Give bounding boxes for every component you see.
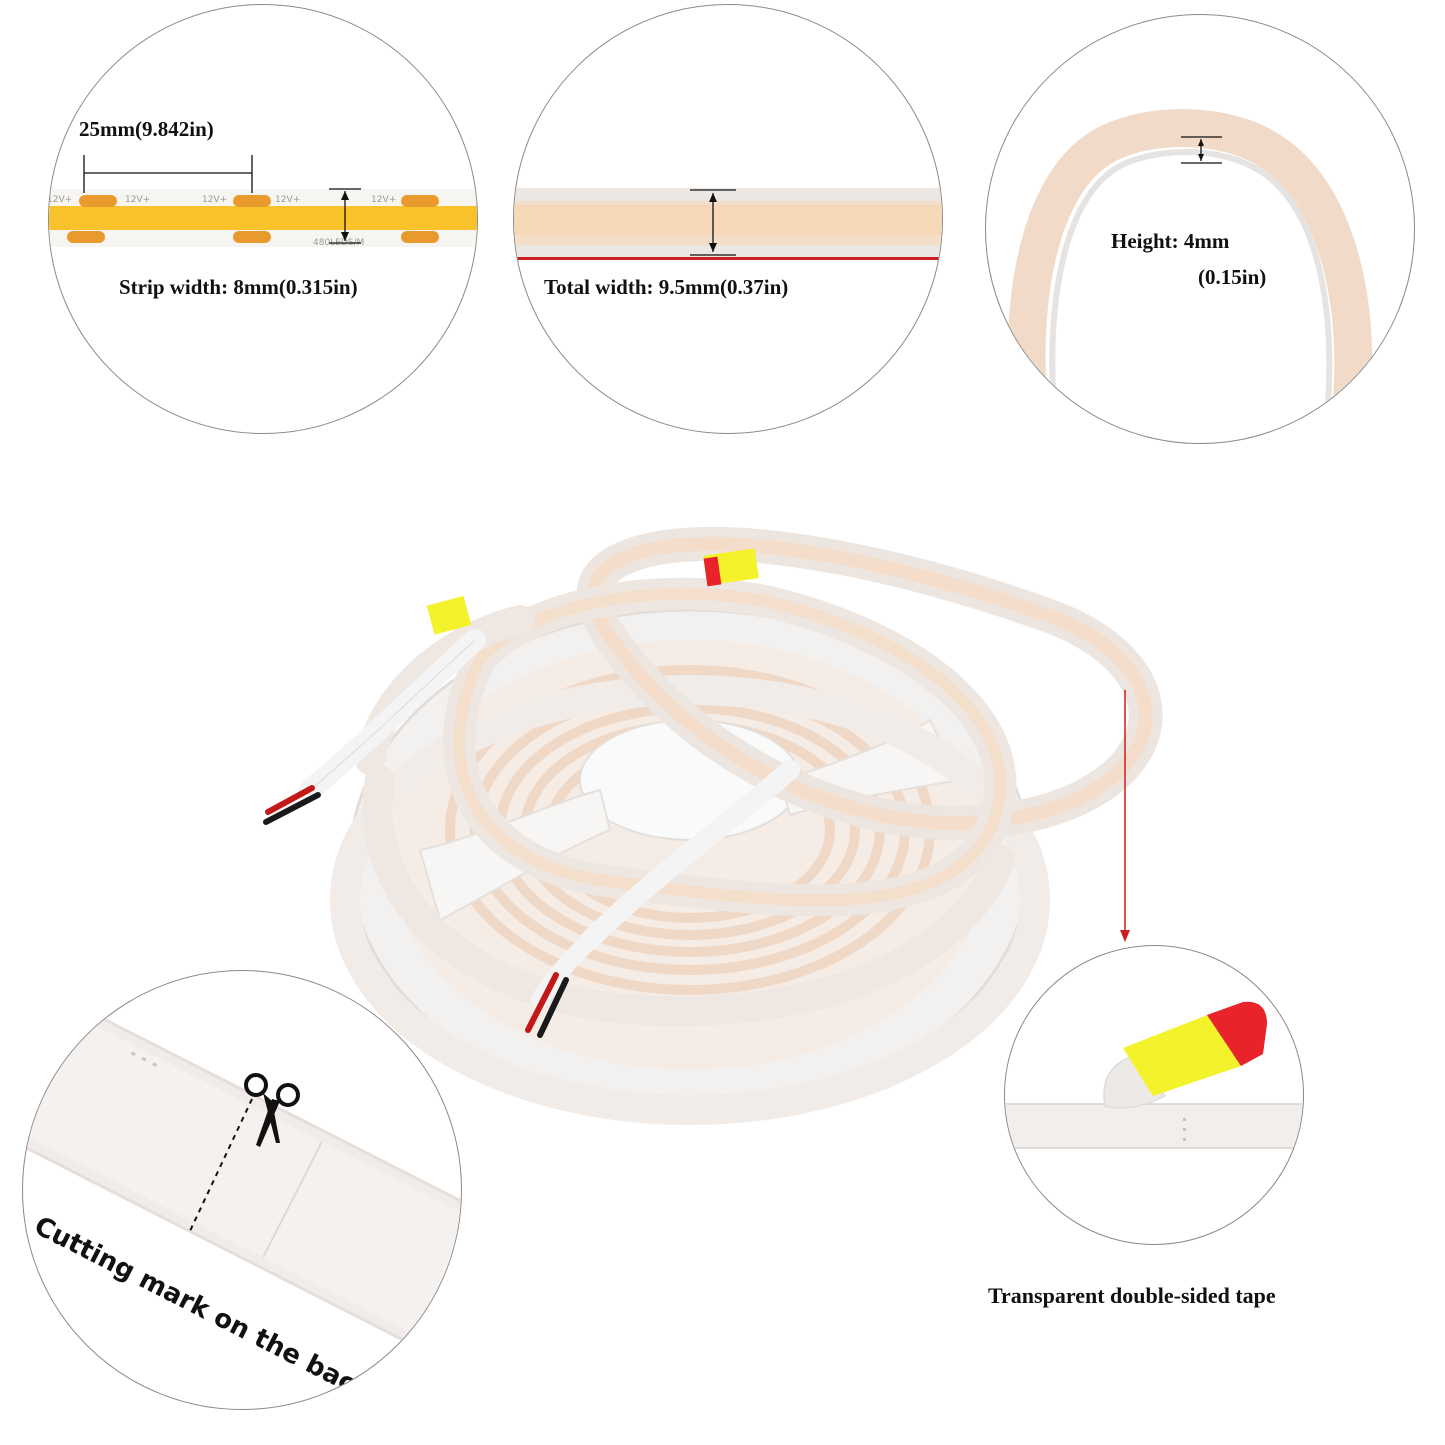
red-wire bbox=[525, 972, 559, 1033]
total-width-illustration bbox=[514, 188, 942, 260]
led-glow-band bbox=[514, 205, 942, 235]
tape-detail-circle bbox=[1004, 945, 1304, 1245]
solder-pad bbox=[67, 231, 105, 243]
cable-label-tag bbox=[426, 595, 472, 635]
yellow-backing bbox=[1123, 1012, 1241, 1096]
cutting-mark-illustration bbox=[23, 972, 461, 1383]
strip-width-label: Strip width: 8mm(0.315in) bbox=[119, 275, 358, 299]
tape-label: Transparent double-sided tape bbox=[988, 1283, 1276, 1308]
coiled-strip bbox=[445, 665, 935, 995]
cutting-mark-detail-circle: Cutting mark on the back bbox=[22, 970, 462, 1410]
red-wire bbox=[265, 785, 315, 815]
total-width-label: Total width: 9.5mm(0.37in) bbox=[544, 275, 789, 299]
strip-segment bbox=[1005, 1103, 1303, 1149]
total-width-detail-circle: Total width: 9.5mm(0.37in) bbox=[513, 4, 943, 434]
solder-pad bbox=[233, 231, 271, 243]
white-cable bbox=[580, 760, 800, 950]
pitch-label: 25mm(9.842in) bbox=[79, 117, 214, 141]
pcb-print: 12V+ bbox=[202, 195, 227, 205]
guide-arrow-head bbox=[1120, 930, 1130, 942]
pcb-print: 12V+ bbox=[371, 195, 396, 205]
tape-tab bbox=[703, 548, 759, 586]
cut-line bbox=[189, 1098, 253, 1232]
strip-width-detail-circle: 12V+ 12V+ 12V+ 12V+ 12V+ 480LEDS/M 25mm(… bbox=[48, 4, 478, 434]
pcb-print: 12V+ bbox=[125, 195, 150, 205]
solder-pad bbox=[233, 195, 271, 207]
height-label-line1: Height: 4mm bbox=[1111, 229, 1230, 253]
adhesive-backing-edge bbox=[514, 257, 942, 260]
cutting-mark-dots bbox=[130, 1051, 158, 1067]
reel-hub bbox=[579, 719, 801, 841]
loose-strip-loop bbox=[355, 526, 1163, 1026]
scissors-icon bbox=[244, 1073, 300, 1147]
tape-illustration bbox=[1005, 1001, 1303, 1149]
solder-pad bbox=[401, 231, 439, 243]
pcb-print: 12V+ bbox=[49, 195, 72, 205]
pcb-print: 12V+ bbox=[275, 195, 300, 205]
solder-pad bbox=[79, 195, 117, 207]
height-label-line2: (0.15in) bbox=[1198, 265, 1267, 289]
height-detail-circle: Height: 4mm (0.15in) bbox=[985, 14, 1415, 444]
height-illustration bbox=[1007, 109, 1373, 443]
cob-led-band bbox=[49, 206, 477, 230]
reel-spokes bbox=[418, 718, 962, 922]
strip-width-illustration: 12V+ 12V+ 12V+ 12V+ 12V+ 480LEDS/M bbox=[49, 155, 477, 248]
white-cable bbox=[299, 629, 486, 801]
red-pull-tab bbox=[1207, 1001, 1267, 1066]
black-wire bbox=[537, 977, 569, 1038]
solder-pad bbox=[401, 195, 439, 207]
black-wire bbox=[263, 792, 321, 825]
bent-strip bbox=[1007, 109, 1373, 443]
